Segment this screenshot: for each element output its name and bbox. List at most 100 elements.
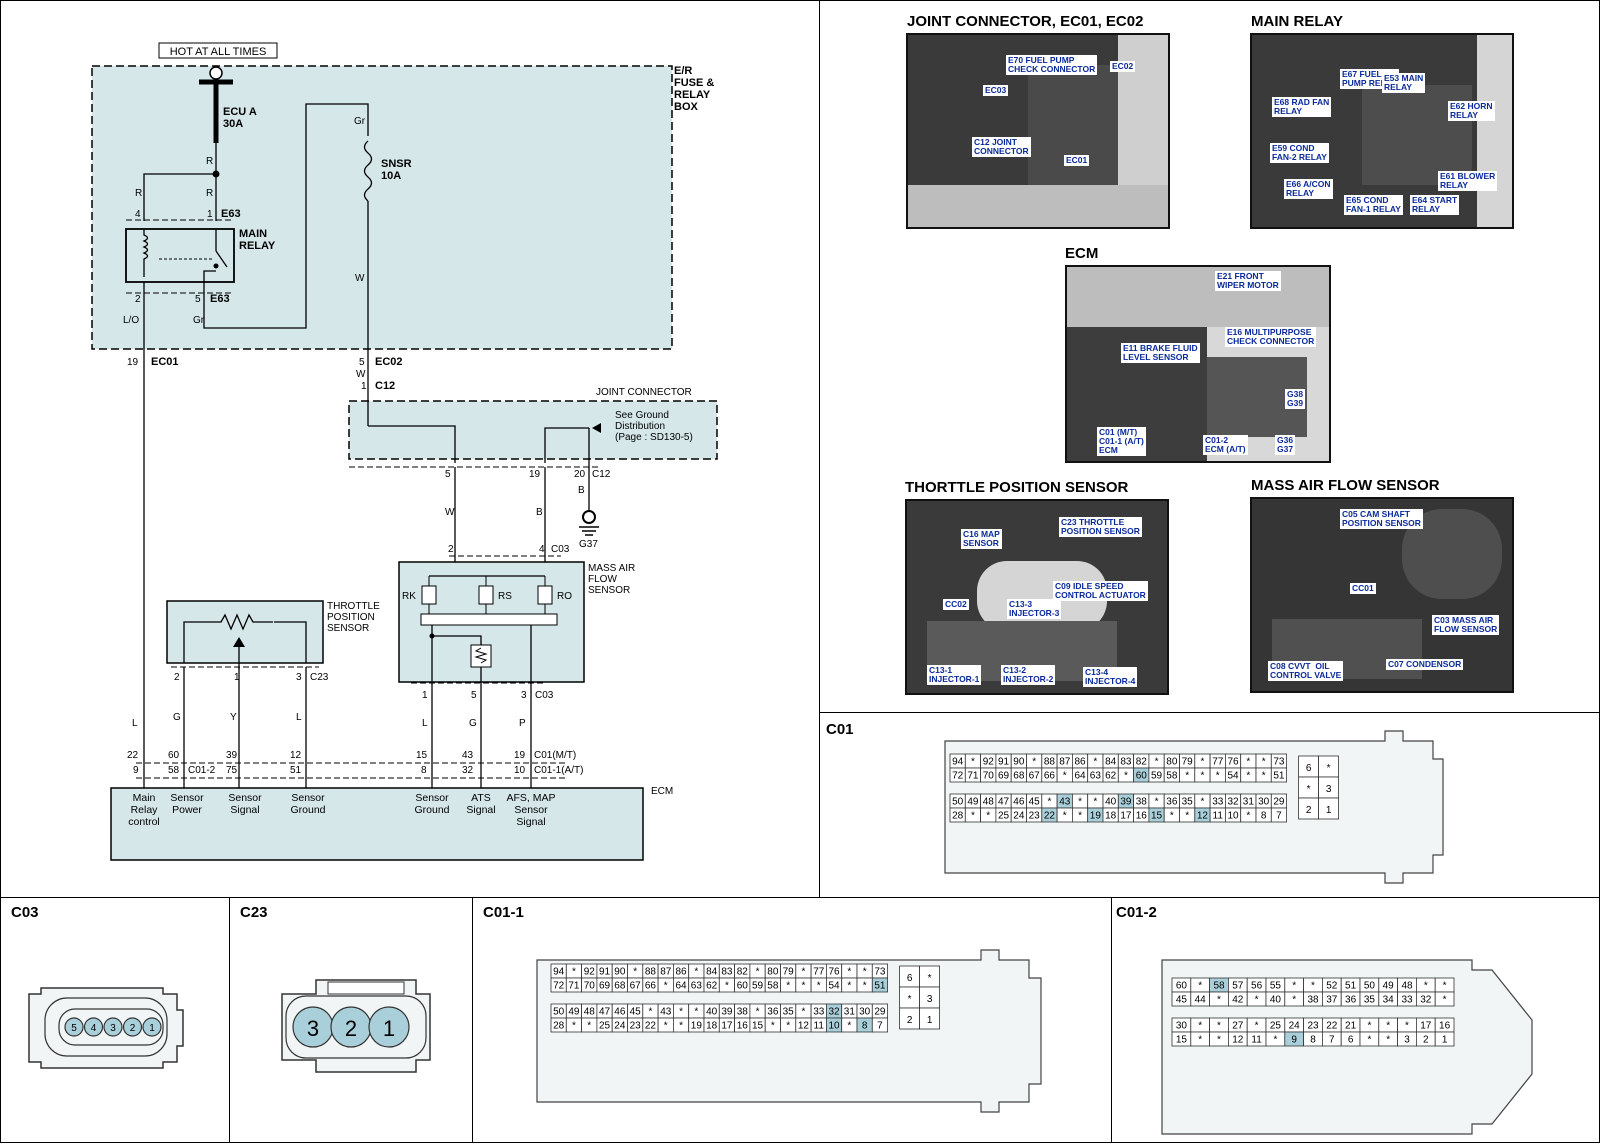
pin-label: 15 [752,1021,764,1032]
pin-label: 59 [1151,771,1163,782]
pin-label: * [1078,797,1082,808]
pin-label: 40 [1105,797,1117,808]
pin-label: 16 [1439,1021,1451,1032]
pin-label: 33 [813,1007,825,1018]
pin-label: 22 [1326,1021,1338,1032]
pin-label: * [1047,797,1051,808]
pin-label: 94 [553,967,565,978]
pin-label: 50 [553,1007,565,1018]
pin-label: 3 [1404,1035,1410,1046]
pin-label: 68 [614,981,626,992]
pin-label: 11 [814,1021,825,1032]
pin-label: * [801,981,805,992]
pin-label: 40 [1270,995,1282,1006]
pin-label: 18 [1105,811,1117,822]
pin-label: * [1424,981,1428,992]
pin-label: 70 [584,981,596,992]
pin-label: 32 [828,1007,840,1018]
pin-label: 2 [1423,1035,1429,1046]
svg-text:39: 39 [226,750,238,761]
wire-color-b: B [536,507,543,518]
pin-label: 92 [983,757,995,768]
side-pin-label: * [1327,763,1331,774]
pin-label: * [1246,811,1250,822]
callout-c23: C23 THROTTLE POSITION SENSOR [1059,517,1142,537]
callout-e53: E53 MAIN RELAY [1382,73,1426,93]
pin-cell [871,1017,888,1033]
callout-e21: E21 FRONT WIPER MOTOR [1215,271,1281,291]
callout-g36: G36 G37 [1275,435,1296,455]
pin-label: 47 [998,797,1010,808]
svg-text:5: 5 [195,294,201,305]
wire-color-lo: L/O [123,315,139,326]
c12-label: C12 [375,380,395,392]
pin-label: * [847,981,851,992]
tps-resistor-icon [206,613,273,631]
pin-circle [103,1017,123,1037]
pin-label: 63 [691,981,703,992]
pin-label: 2 [130,1023,136,1034]
pin-label: 12 [1197,811,1209,822]
pin-label: 39 [721,1007,733,1018]
pin-label: 73 [874,967,886,978]
callout-c07: C07 CONDENSOR [1386,659,1464,670]
pin-label: * [1246,771,1250,782]
pin-label: 43 [660,1007,672,1018]
svg-text:51: 51 [290,765,302,776]
pin-label: * [1216,771,1220,782]
joint-connector-box [348,400,718,460]
callout-cc02: CC02 [943,599,969,610]
power-source-icon [209,66,223,80]
callout-c03: C03 MASS AIR FLOW SENSOR [1432,615,1500,635]
pin-label: * [1063,771,1067,782]
pin-label: 12 [1232,1035,1244,1046]
pin-label: 63 [1090,771,1102,782]
svg-text:19: 19 [127,357,139,368]
wire-color-r: R [135,188,142,199]
c03-top-label: C03 [551,544,570,555]
pin-label: 3 [110,1023,116,1034]
pin-label: * [971,811,975,822]
callout-c05: C05 CAM SHAFT POSITION SENSOR [1340,509,1423,529]
svg-text:43: 43 [462,750,474,761]
wire-color-b: B [578,485,585,496]
pin-label: 28 [952,811,964,822]
svg-text:1: 1 [361,381,367,392]
side-pin-cell [919,1007,941,1030]
pin-label: * [1386,1021,1390,1032]
pin-label: 62 [706,981,718,992]
pin-label: * [1443,981,1447,992]
pin-label: 25 [1270,1021,1282,1032]
pin-label: * [1155,797,1159,808]
svg-text:3: 3 [521,690,527,701]
pin-label: 45 [630,1007,642,1018]
pin-label: 28 [553,1021,565,1032]
pin-label: 91 [998,757,1010,768]
callout-c01-2-ecm: C01-2 ECM (A/T) [1203,435,1248,455]
svg-text:22: 22 [127,750,139,761]
ground-g37-icon [582,510,596,524]
svg-text:2: 2 [174,672,180,683]
pin-label: 33 [1212,797,1224,808]
callout-c16: C16 MAP SENSOR [961,529,1002,549]
pin-label: * [1200,797,1204,808]
pin-label: * [1262,771,1266,782]
pin-label: 94 [952,757,964,768]
photo-ecm: E21 FRONT WIPER MOTOR E16 MULTIPURPOSE C… [1065,265,1331,463]
pin-label: 48 [1401,981,1413,992]
svg-text:19: 19 [529,469,541,480]
pin-label: 49 [967,797,979,808]
c03-bottom-label: C03 [535,690,554,701]
callout-e62: E62 HORN RELAY [1448,101,1495,121]
pin-label: * [801,967,805,978]
c23-label: C23 [310,672,329,683]
pin-label: 39 [1120,797,1132,808]
c01-2-label: C01-2 [188,765,216,776]
pin-label: 71 [967,771,979,782]
